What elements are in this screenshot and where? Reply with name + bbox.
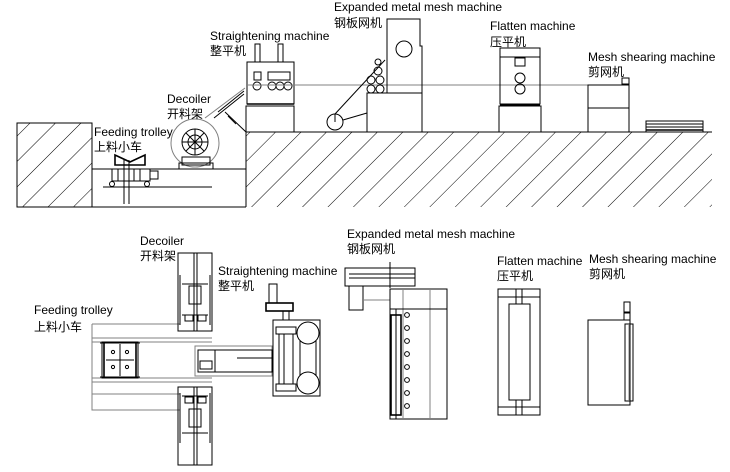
- label-flatten-en: Flatten machine: [490, 19, 576, 33]
- label-plan-decoiler-cn: 开料架: [140, 249, 176, 263]
- label-plan-flatten-cn: 压平机: [497, 269, 533, 283]
- shearing-machine-elevation: [587, 77, 630, 133]
- loop-roller: [326, 59, 386, 131]
- straightening-machine-elevation: [245, 43, 295, 133]
- label-expanded-cn: 钢板网机: [334, 16, 382, 30]
- label-flatten-cn: 压平机: [490, 35, 526, 49]
- label-plan-decoiler-en: Decoiler: [140, 234, 184, 248]
- plan-view: Feeding trolley 上料小车 Decoiler 开料架 Straig…: [34, 227, 717, 466]
- flatten-machine-plan: [497, 288, 541, 416]
- label-feeding-trolley-en: Feeding trolley: [94, 125, 173, 139]
- straightening-machine-plan: [194, 283, 321, 397]
- expanded-mesh-machine-plan: [344, 262, 448, 420]
- elevation-view: Feeding trolley 上料小车 Decoiler 开料架 Straig…: [16, 0, 716, 208]
- label-decoiler-en: Decoiler: [167, 92, 211, 106]
- decoiler-elevation: [170, 87, 247, 170]
- feeding-trolley-plan: [100, 341, 140, 379]
- label-straightening-cn: 整平机: [210, 43, 246, 58]
- ground-left-block: [16, 122, 93, 208]
- decoiler-plan-lower: [177, 386, 213, 466]
- label-plan-straightening-en: Straightening machine: [218, 264, 338, 278]
- label-feeding-trolley-cn: 上料小车: [94, 139, 142, 154]
- label-straightening-en: Straightening machine: [210, 29, 330, 43]
- label-decoiler-cn: 开料架: [167, 107, 203, 121]
- label-plan-shearing-en: Mesh shearing machine: [589, 252, 717, 266]
- expanded-mesh-machine-elevation: [366, 18, 423, 133]
- label-plan-straightening-cn: 整平机: [218, 278, 254, 293]
- label-plan-expanded-en: Expanded metal mesh machine: [347, 227, 515, 241]
- label-plan-feeding-trolley-cn: 上料小车: [34, 319, 82, 334]
- label-plan-expanded-cn: 钢板网机: [347, 242, 395, 256]
- mesh-sheet-stack: [645, 120, 704, 133]
- feeding-trolley-elevation: [103, 153, 212, 204]
- label-plan-shearing-cn: 剪网机: [589, 266, 625, 281]
- label-plan-flatten-en: Flatten machine: [497, 254, 583, 268]
- shearing-machine-plan: [587, 301, 634, 406]
- label-plan-feeding-trolley-en: Feeding trolley: [34, 303, 113, 317]
- label-shearing-en: Mesh shearing machine: [588, 50, 716, 64]
- ground-right-floor: [246, 132, 712, 207]
- decoiler-plan-upper: [177, 252, 213, 332]
- label-shearing-cn: 剪网机: [588, 64, 624, 79]
- label-expanded-en: Expanded metal mesh machine: [334, 0, 502, 14]
- mesh-machine-rollers: [404, 312, 410, 409]
- flatten-machine-elevation: [498, 47, 542, 133]
